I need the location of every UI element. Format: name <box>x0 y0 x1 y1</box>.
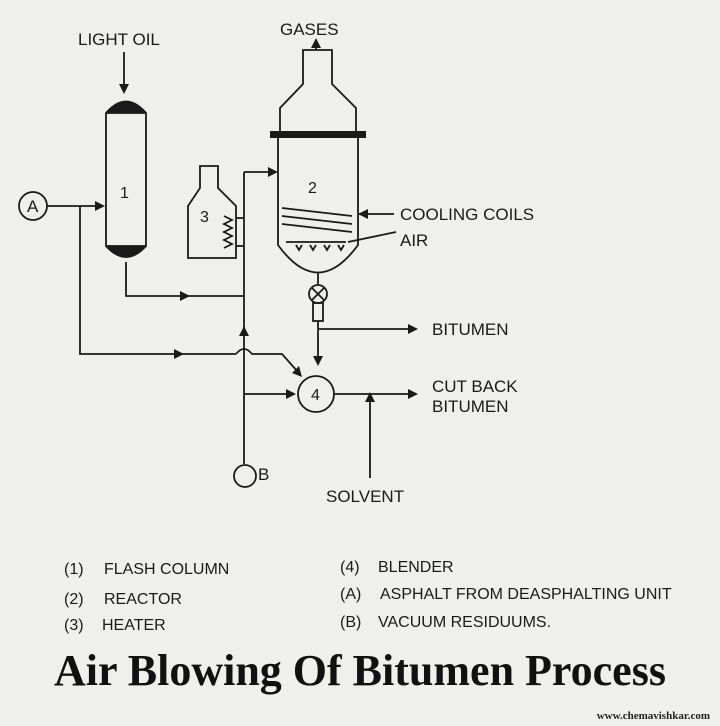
legend-key-4: (4) <box>340 559 360 576</box>
air-leader <box>347 231 397 243</box>
page-title: Air Blowing Of Bitumen Process <box>54 646 666 695</box>
legend-key-3: (3) <box>64 617 84 634</box>
light-oil-label: LIGHT OIL <box>78 30 160 49</box>
legend-key-2: (2) <box>64 591 84 608</box>
legend-key-5: (A) <box>340 586 361 603</box>
a-to-blender-line <box>79 206 236 355</box>
legend-key-6: (B) <box>340 614 361 631</box>
legend-text-1: FLASH COLUMN <box>104 561 229 578</box>
legend-text-3: HEATER <box>102 617 166 634</box>
cooling-coils-arrow <box>358 209 368 219</box>
heater <box>187 165 237 259</box>
cooling-coils <box>281 207 353 233</box>
air-label: AIR <box>400 231 428 250</box>
solvent-label: SOLVENT <box>326 487 404 506</box>
site-watermark: www.chemavishkar.com <box>596 710 710 722</box>
flash-column <box>105 100 147 258</box>
solvent-arrow <box>365 392 375 402</box>
light-oil-arrow <box>119 84 129 94</box>
a-crossover-line <box>235 348 299 373</box>
cut-back-arrow <box>408 389 418 399</box>
riser-arrow <box>239 326 249 336</box>
reactor-to-blender-arrow <box>313 356 323 366</box>
stream-b-circle <box>233 464 257 488</box>
legend-text-4: BLENDER <box>378 559 454 576</box>
riser-to-reactor-arrow <box>268 167 278 177</box>
column-bottom-arrow <box>180 291 190 301</box>
legend-text-6: VACUUM RESIDUUMS. <box>378 614 551 631</box>
stream-a-label: A <box>27 197 39 216</box>
a-to-column-arrow <box>95 201 105 211</box>
bitumen-label: BITUMEN <box>432 320 509 339</box>
cut-back-label-2: BITUMEN <box>432 397 509 416</box>
stream-b-label: B <box>258 465 269 484</box>
gases-label: GASES <box>280 20 339 39</box>
a-mid-arrow <box>174 349 184 359</box>
legend-text-5: ASPHALT FROM DEASPHALTING UNIT <box>380 586 672 603</box>
gases-arrow <box>311 38 321 48</box>
a-to-blender-arrow <box>292 366 302 377</box>
heater-number: 3 <box>200 209 209 226</box>
cut-back-label-1: CUT BACK <box>432 377 518 396</box>
reactor-number: 2 <box>308 180 317 197</box>
legend: (1) FLASH COLUMN (2) REACTOR (3) HEATER … <box>64 559 672 634</box>
cooling-coils-label: COOLING COILS <box>400 205 534 224</box>
legend-key-1: (1) <box>64 561 84 578</box>
process-diagram: 1 LIGHT OIL 3 2 GASES COOLING COILS AIR <box>18 20 672 634</box>
blender-number: 4 <box>311 387 320 404</box>
outlet-pipe <box>312 302 324 322</box>
flash-column-number: 1 <box>120 185 129 202</box>
legend-text-2: REACTOR <box>104 591 182 608</box>
column-bottom-line <box>125 262 244 297</box>
reactor <box>270 49 366 274</box>
air-sparger <box>286 241 346 252</box>
riser-to-blender-arrow <box>286 389 296 399</box>
valve-icon <box>308 284 328 304</box>
bitumen-arrow <box>408 324 418 334</box>
